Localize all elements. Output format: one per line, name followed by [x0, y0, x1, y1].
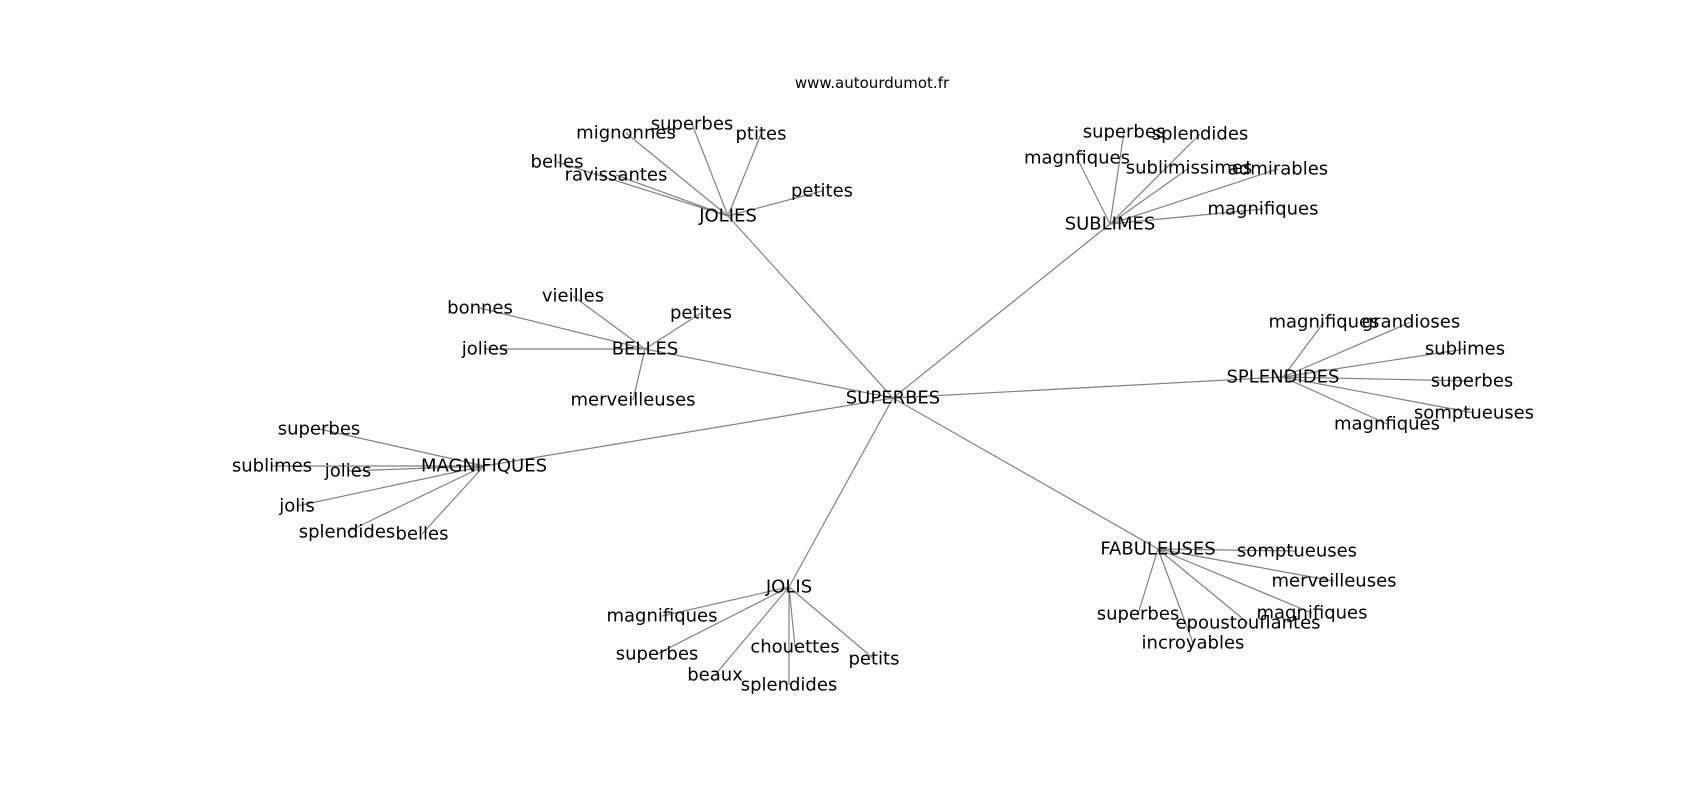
- leaf-edge: [318, 428, 485, 467]
- graph-edges: [272, 123, 1475, 685]
- leaf-node: grandioses: [1362, 312, 1461, 333]
- leaf-edge: [1109, 131, 1125, 225]
- leaf-edge: [1137, 548, 1159, 615]
- hub-node: JOLIES: [698, 206, 757, 227]
- leaf-node: sublimissimes: [1126, 158, 1253, 179]
- leaf-edge: [421, 465, 485, 535]
- leaf-node: ravissantes: [565, 165, 668, 186]
- leaf-node: superbes: [1097, 604, 1180, 625]
- leaf-edge: [1109, 208, 1264, 225]
- leaf-edge: [788, 586, 875, 660]
- leaf-node: epoustouflantes: [1175, 613, 1320, 634]
- leaf-edge: [556, 161, 729, 217]
- leaf-edge: [714, 586, 790, 676]
- leaf-edge: [656, 586, 790, 655]
- leaf-node: magnifiques: [1268, 312, 1379, 333]
- root-edge: [644, 348, 894, 399]
- leaf-edge: [1076, 157, 1111, 225]
- leaf-node: belles: [396, 524, 449, 545]
- hub-node: SUBLIMES: [1065, 214, 1156, 235]
- leaf-node: belles: [531, 152, 584, 173]
- leaf-node: petites: [791, 181, 853, 202]
- site-url: www.autourdumot.fr: [795, 74, 950, 92]
- leaf-node: merveilleuses: [570, 390, 695, 411]
- leaf-edge: [1282, 321, 1412, 378]
- leaf-node: jolies: [461, 339, 508, 360]
- leaf-node: sublimes: [232, 456, 312, 477]
- leaf-node: superbes: [616, 644, 699, 665]
- leaf-edge: [1109, 133, 1201, 225]
- leaf-edge: [615, 174, 729, 217]
- root-edge: [727, 215, 894, 399]
- leaf-node: incroyables: [1142, 633, 1245, 654]
- leaf-node: jolis: [278, 496, 314, 517]
- root-edge: [892, 376, 1284, 399]
- hub-node: JOLIS: [765, 577, 812, 598]
- leaf-edge: [1282, 348, 1466, 378]
- leaf-edge: [346, 465, 485, 533]
- leaf-node: somptueuses: [1237, 541, 1357, 562]
- hub-node: FABULEUSES: [1100, 539, 1215, 560]
- leaf-edge: [661, 586, 790, 617]
- leaf-node: jolies: [324, 461, 371, 482]
- leaf-node: petits: [849, 649, 900, 670]
- leaf-node: magnifiques: [1256, 603, 1367, 624]
- leaf-edge: [1157, 548, 1335, 582]
- leaf-node: splendides: [741, 675, 838, 696]
- leaf-edge: [644, 312, 702, 350]
- leaf-edge: [727, 190, 823, 217]
- root-node: SUPERBES: [846, 388, 940, 409]
- leaf-edge: [347, 465, 485, 472]
- hub-node: SPLENDIDES: [1227, 367, 1340, 388]
- leaf-node: magnifiques: [606, 606, 717, 627]
- leaf-node: magnfiques: [1024, 148, 1130, 169]
- leaf-node: chouettes: [750, 637, 839, 658]
- leaf-edge: [1282, 376, 1473, 382]
- leaf-edge: [1157, 548, 1298, 552]
- leaf-node: magnfiques: [1334, 414, 1440, 435]
- leaf-edge: [788, 586, 796, 648]
- leaf-node: splendides: [299, 522, 396, 543]
- leaf-edge: [296, 465, 485, 507]
- leaf-edge: [479, 307, 646, 350]
- leaf-edge: [1109, 168, 1279, 225]
- leaf-edge: [1157, 548, 1313, 614]
- leaf-node: beaux: [687, 665, 743, 686]
- leaf-node: merveilleuses: [1271, 571, 1396, 592]
- leaf-node: superbes: [278, 419, 361, 440]
- leaf-node: superbes: [1431, 371, 1514, 392]
- leaf-edge: [1282, 376, 1475, 414]
- leaf-node: superbes: [651, 114, 734, 135]
- leaf-edge: [691, 123, 729, 217]
- leaf-edge: [1157, 548, 1249, 624]
- leaf-edge: [1109, 167, 1190, 225]
- leaf-node: superbes: [1083, 122, 1166, 143]
- leaf-edge: [572, 295, 646, 350]
- hub-node: MAGNIFIQUES: [421, 456, 547, 477]
- leaf-edge: [632, 348, 646, 401]
- leaf-node: magnifiques: [1207, 199, 1318, 220]
- hub-node: BELLES: [612, 339, 679, 360]
- leaf-edge: [625, 132, 729, 217]
- leaf-edge: [1282, 321, 1325, 378]
- leaf-node: splendides: [1152, 124, 1249, 145]
- root-edge: [892, 397, 1159, 550]
- leaf-node: petites: [670, 303, 732, 324]
- leaf-node: sublimes: [1425, 339, 1505, 360]
- leaf-edge: [1282, 376, 1388, 425]
- leaf-edge: [1157, 548, 1194, 644]
- leaf-node: bonnes: [447, 298, 513, 319]
- leaf-node: vieilles: [542, 286, 604, 307]
- leaf-node: somptueuses: [1414, 403, 1534, 424]
- root-edge: [483, 397, 894, 467]
- root-edge: [892, 223, 1111, 399]
- leaf-node: ptites: [736, 124, 787, 145]
- leaf-node: mignonnes: [576, 123, 676, 144]
- leaf-edge: [727, 133, 762, 217]
- leaf-node: admirables: [1228, 159, 1328, 180]
- root-edge: [788, 397, 894, 588]
